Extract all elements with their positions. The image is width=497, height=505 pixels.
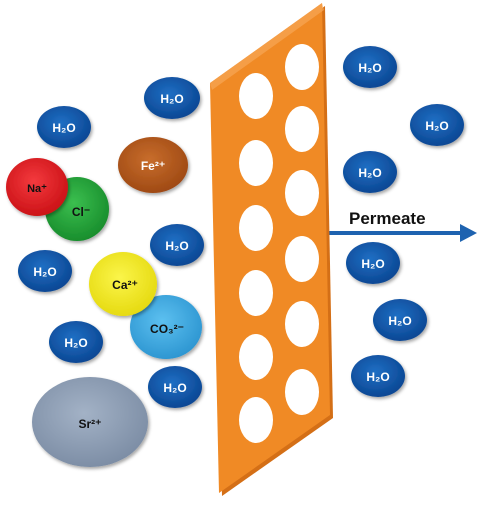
sodium-ion: [6, 158, 68, 216]
membrane-pore: [239, 334, 273, 380]
membrane-pore: [239, 140, 273, 186]
water-molecule: [150, 224, 204, 266]
chloride-ion-label: Cl⁻: [72, 205, 90, 219]
water-molecule: [343, 151, 397, 193]
water-label: H₂O: [366, 370, 389, 384]
iron-ion: [118, 137, 188, 193]
water-label: H₂O: [358, 61, 381, 75]
water-label: H₂O: [425, 119, 448, 133]
water-molecule: [144, 77, 200, 119]
sodium-ion-label: Na⁺: [27, 183, 47, 195]
membrane-pore: [285, 44, 319, 90]
water-label: H₂O: [165, 239, 188, 253]
water-label: H₂O: [388, 314, 411, 328]
calcium-ion: [89, 252, 157, 316]
calcium-ion-label: Ca²⁺: [112, 278, 138, 292]
membrane-pores: [239, 44, 319, 443]
water-label: H₂O: [358, 166, 381, 180]
membrane-pore: [285, 236, 319, 282]
water-label: H₂O: [361, 257, 384, 271]
water-label: H₂O: [163, 381, 186, 395]
membrane-pore: [239, 270, 273, 316]
water-molecule: [148, 366, 202, 408]
membrane-pore: [239, 73, 273, 119]
water-molecule: [343, 46, 397, 88]
carbonate-ion: [130, 295, 202, 359]
membrane-pore: [239, 397, 273, 443]
membrane-pore: [285, 301, 319, 347]
water-label: H₂O: [33, 265, 56, 279]
water-label: H₂O: [160, 92, 183, 106]
strontium-ion: [32, 377, 148, 467]
water-molecule: [346, 242, 400, 284]
membrane-pore: [285, 170, 319, 216]
water-molecule: [410, 104, 464, 146]
strontium-ion-label: Sr²⁺: [78, 417, 101, 431]
water-label: H₂O: [52, 121, 75, 135]
water-molecule: [18, 250, 72, 292]
water-label: H₂O: [64, 336, 87, 350]
water-molecule: [373, 299, 427, 341]
iron-ion-label: Fe²⁺: [141, 159, 165, 173]
water-molecule: [37, 106, 91, 148]
membrane-pore: [239, 205, 273, 251]
membrane-pore: [285, 106, 319, 152]
membrane-pore: [285, 369, 319, 415]
carbonate-ion-label: CO₃²⁻: [150, 322, 184, 336]
water-molecule: [49, 321, 103, 363]
water-molecule: [351, 355, 405, 397]
permeate-label: Permeate: [349, 209, 426, 228]
membrane: [210, 3, 333, 496]
